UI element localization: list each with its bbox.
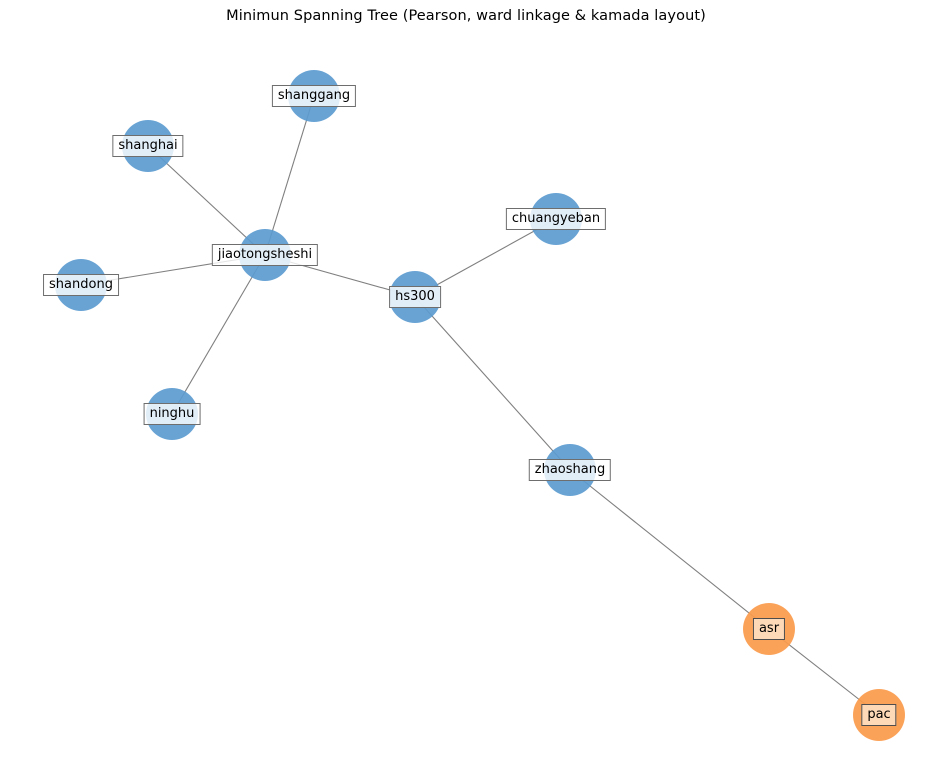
node-label-hs300: hs300	[389, 286, 441, 308]
node-label-ninghu: ninghu	[143, 403, 201, 425]
node-label-shanghai: shanghai	[112, 135, 184, 157]
graph-edge	[171, 254, 266, 415]
graph-edge	[569, 469, 770, 630]
graph-edge	[264, 95, 315, 256]
graph-edge	[414, 296, 571, 471]
node-label-chuangyeban: chuangyeban	[505, 208, 607, 230]
graph-edge	[414, 218, 557, 298]
node-label-asr: asr	[752, 618, 786, 640]
node-label-shandong: shandong	[43, 274, 119, 296]
node-label-jiaotongsheshi: jiaotongsheshi	[211, 244, 319, 266]
node-label-zhaoshang: zhaoshang	[528, 459, 612, 481]
graph-edge	[147, 145, 266, 256]
node-label-pac: pac	[861, 704, 897, 726]
node-label-shanggang: shanggang	[271, 85, 357, 107]
page-title: Minimun Spanning Tree (Pearson, ward lin…	[226, 8, 706, 24]
